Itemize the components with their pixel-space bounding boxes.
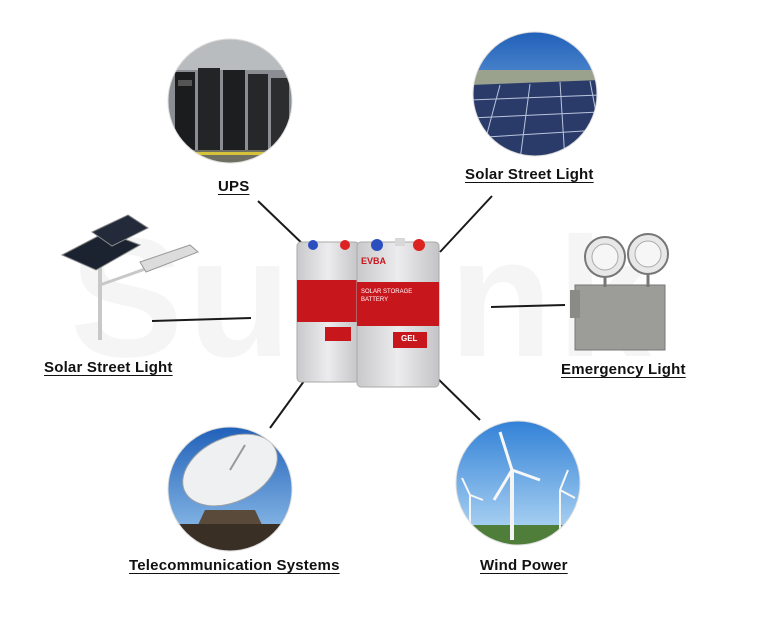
connector-telecom (269, 376, 308, 429)
connector-wind (431, 372, 481, 421)
battery-title-line1: SOLAR STORAGE (361, 289, 413, 295)
battery-brand: EVBA (361, 256, 387, 266)
emergency-light-image (570, 233, 669, 351)
wind-turbine-image (456, 421, 580, 545)
battery-back (296, 240, 360, 383)
label-solar-street-light-left: Solar Street Light (44, 359, 173, 376)
label-wind-power: Wind Power (480, 557, 568, 574)
connector-ups (257, 200, 309, 250)
label-solar-street-light-top: Solar Street Light (465, 166, 594, 183)
label-emergency-light: Emergency Light (561, 361, 686, 378)
connector-solar-left (151, 317, 252, 322)
label-telecommunication-systems: Telecommunication Systems (129, 557, 340, 574)
battery-badge: GEL (401, 334, 418, 343)
label-ups: UPS (218, 178, 250, 195)
connector-emergency (490, 304, 566, 308)
ups-image (168, 39, 292, 163)
telecom-dish-image (168, 427, 292, 551)
battery-title-line2: BATTERY (361, 297, 389, 303)
connector-solar-top (439, 195, 493, 253)
battery-front (356, 238, 440, 388)
street-light-image (60, 214, 199, 340)
solar-panel-image (473, 32, 597, 156)
